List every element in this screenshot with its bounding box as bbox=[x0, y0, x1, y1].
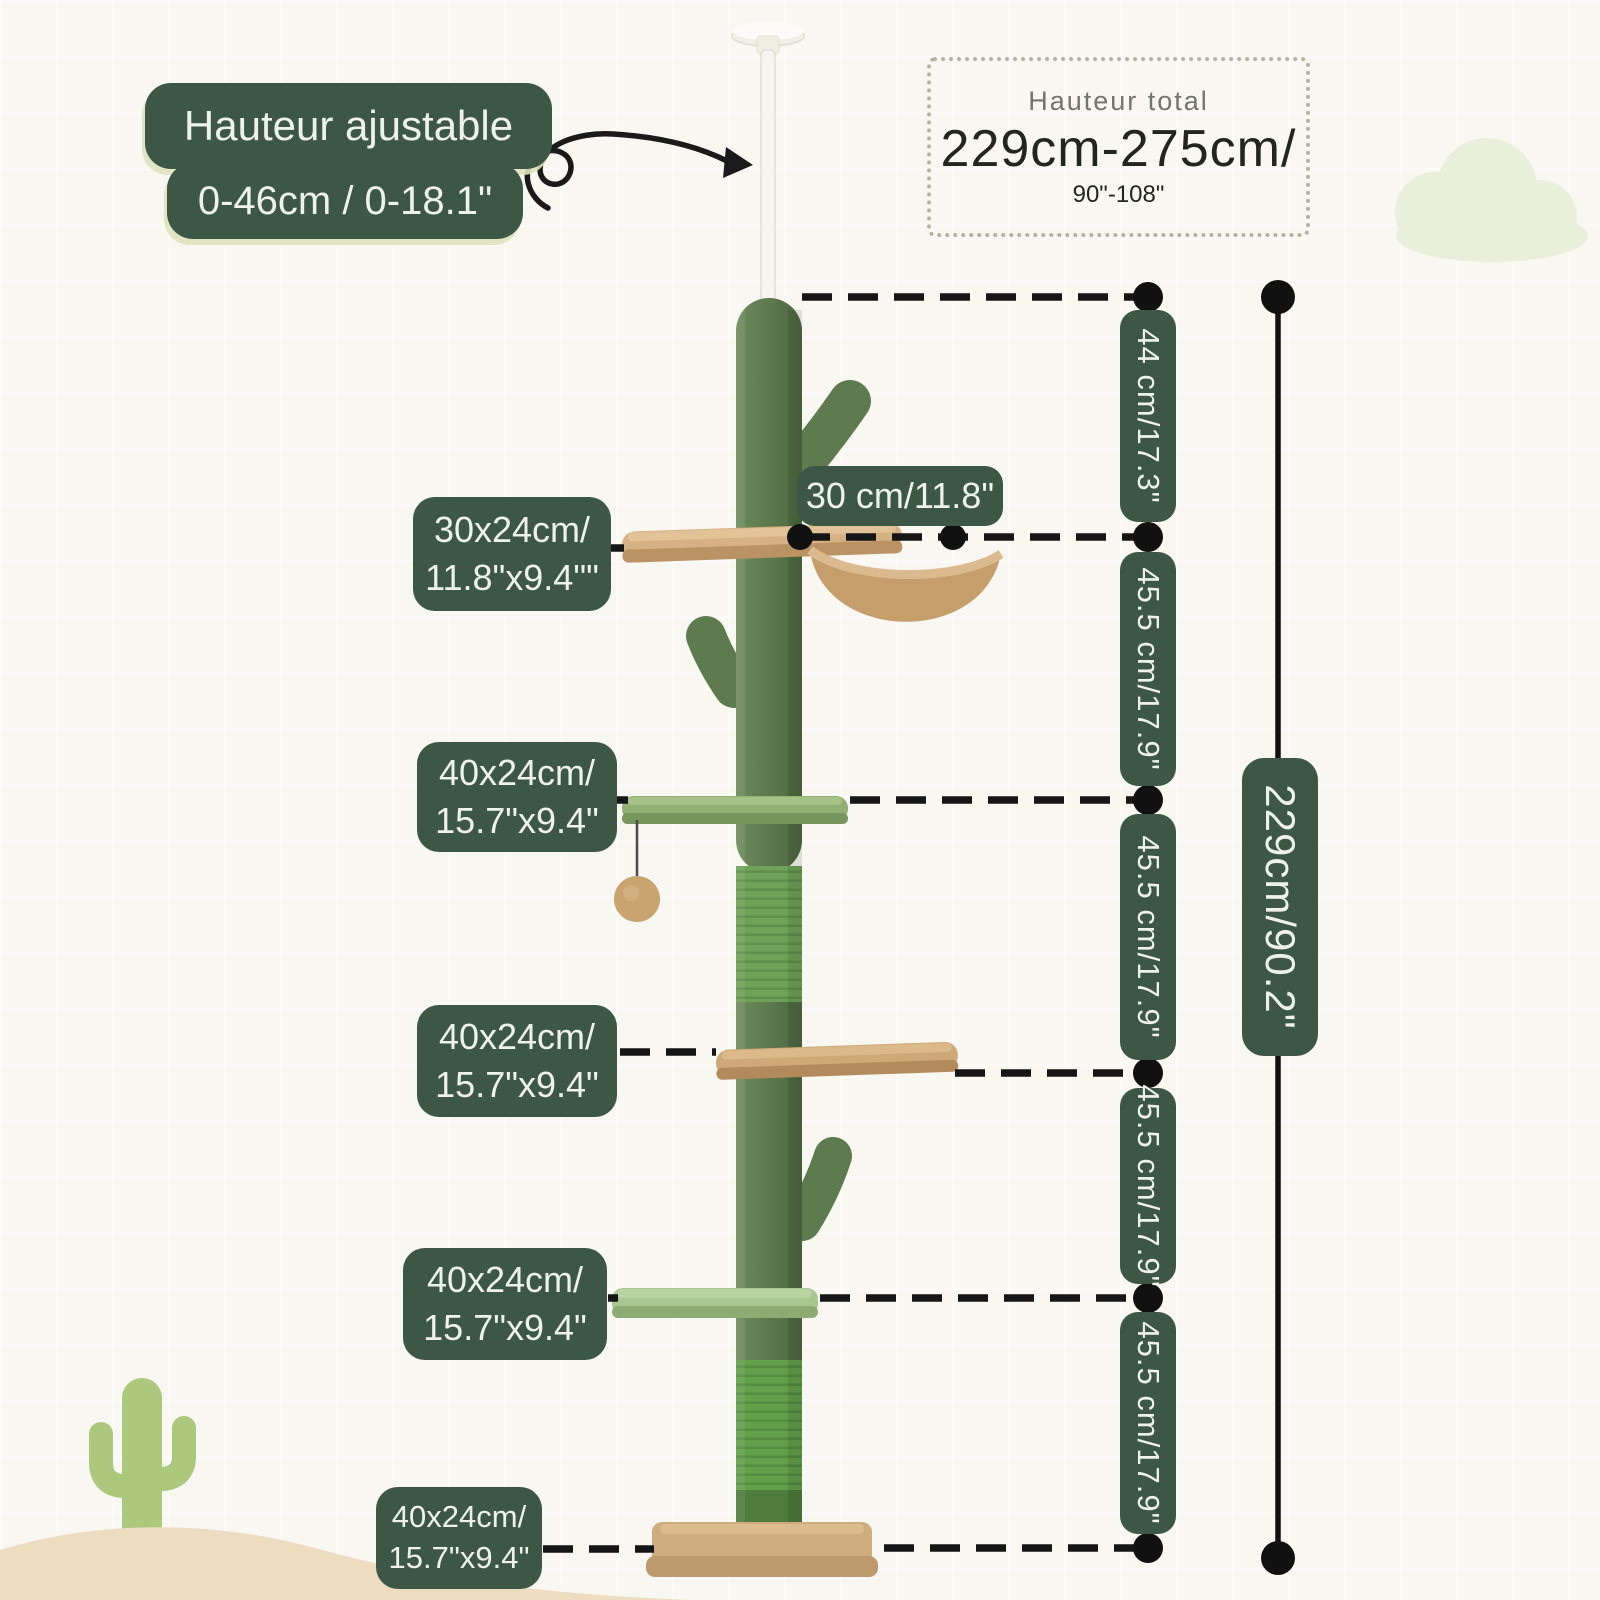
ceiling-mount bbox=[731, 22, 805, 55]
segment-badge-5: 45.5 cm/17.9" bbox=[1120, 1312, 1176, 1534]
cactus-arm-lower-right bbox=[783, 1137, 852, 1241]
platform-size-cm: 40x24cm/ bbox=[391, 1499, 527, 1535]
platform-size-in: 15.7"x9.4" bbox=[435, 1064, 599, 1105]
total-height-range-cm: 229cm-275cm/ bbox=[940, 119, 1297, 178]
segment-badge-2: 45.5 cm/17.9" bbox=[1120, 552, 1176, 786]
arrow-curved bbox=[524, 131, 753, 211]
total-height-range-in: 90"-108" bbox=[1072, 180, 1165, 208]
pole-height-value: 229cm/90.2" bbox=[1257, 784, 1304, 1030]
dimension-lines bbox=[543, 293, 1148, 1553]
cat-tree bbox=[612, 298, 1004, 1577]
segment-value: 44 cm/17.3" bbox=[1131, 328, 1166, 504]
green-platform bbox=[622, 796, 848, 824]
cactus-arm-left bbox=[686, 616, 754, 708]
segment-value: 45.5 cm/17.9" bbox=[1131, 1084, 1166, 1288]
hammock-width-badge: 30 cm/11.8" bbox=[797, 466, 1003, 526]
light-green-platform bbox=[612, 1288, 818, 1318]
platform-size-cm: 40x24cm/ bbox=[426, 1259, 584, 1301]
platform-size-cm: 40x24cm/ bbox=[438, 1016, 596, 1058]
hammock bbox=[807, 546, 1004, 622]
platform-label-level2: 40x24cm/ 15.7"x9.4" bbox=[403, 1248, 607, 1360]
platform-label-level3: 40x24cm/ 15.7"x9.4" bbox=[417, 1005, 617, 1117]
segment-badge-3: 45.5 cm/17.9" bbox=[1120, 814, 1176, 1060]
tension-pole bbox=[760, 49, 776, 307]
adjustable-height-badge: Hauteur ajustable 0-46cm / 0-18.1" bbox=[145, 83, 552, 239]
platform-size-cm: 40x24cm/ bbox=[438, 752, 596, 794]
pole-height-badge: 229cm/90.2" bbox=[1242, 758, 1318, 1056]
base-plate bbox=[646, 1522, 878, 1577]
platform-size-cm: 30x24cm/ bbox=[433, 509, 591, 551]
platform-size-in: 11.8"x9.4"" bbox=[425, 557, 599, 598]
pom-pom-toy bbox=[614, 820, 660, 922]
cactus-pole bbox=[736, 298, 802, 1558]
segment-value: 45.5 cm/17.9" bbox=[1131, 567, 1166, 771]
segment-badge-4: 45.5 cm/17.9" bbox=[1120, 1084, 1176, 1288]
total-height-title: Hauteur total bbox=[1028, 85, 1209, 116]
cloud-shape bbox=[1395, 138, 1588, 262]
dune-shape bbox=[0, 1527, 691, 1600]
adjustable-height-line1: Hauteur ajustable bbox=[145, 83, 552, 169]
platform-size-in: 15.7"x9.4" bbox=[388, 1540, 530, 1575]
cactus-decoration-icon bbox=[89, 1378, 196, 1560]
segment-value: 45.5 cm/17.9" bbox=[1131, 835, 1166, 1039]
segment-value: 45.5 cm/17.9" bbox=[1131, 1321, 1166, 1525]
top-platform bbox=[622, 522, 903, 563]
platform-label-hammock: 30x24cm/ 11.8"x9.4"" bbox=[413, 497, 611, 611]
dimension-dots bbox=[787, 282, 1163, 1563]
platform-label-base: 40x24cm/ 15.7"x9.4" bbox=[376, 1487, 542, 1589]
platform-size-in: 15.7"x9.4" bbox=[423, 1307, 587, 1348]
segment-badge-1: 44 cm/17.3" bbox=[1120, 310, 1176, 522]
platform-size-in: 15.7"x9.4" bbox=[435, 800, 599, 841]
tan-platform bbox=[716, 1041, 959, 1080]
adjustable-height-line2: 0-46cm / 0-18.1" bbox=[167, 163, 523, 239]
cactus-arm-top-right bbox=[783, 380, 871, 483]
total-height-box: Hauteur total 229cm-275cm/ 90"-108" bbox=[927, 57, 1310, 237]
platform-label-level4: 40x24cm/ 15.7"x9.4" bbox=[417, 742, 617, 852]
